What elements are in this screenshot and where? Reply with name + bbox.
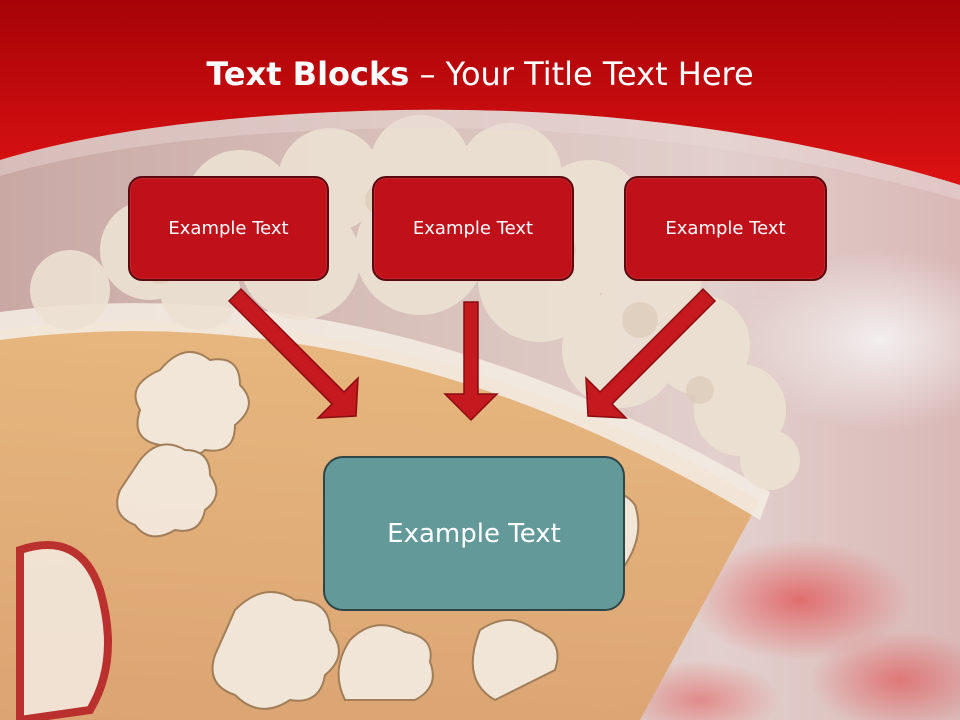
target-text-block-label: Example Text: [387, 518, 561, 549]
text-block-1[interactable]: Example Text: [128, 176, 329, 281]
text-block-1-label: Example Text: [168, 218, 289, 239]
arrow-right-diagonal: [585, 287, 717, 419]
title-regular-part: Your Title Text Here: [445, 55, 754, 93]
title-bold-part: Text Blocks: [206, 55, 410, 93]
text-block-2[interactable]: Example Text: [372, 176, 574, 281]
arrow-left-diagonal: [227, 287, 359, 419]
slide-title: Text Blocks – Your Title Text Here: [0, 55, 960, 93]
title-dash: –: [409, 55, 446, 93]
target-text-block[interactable]: Example Text: [323, 456, 625, 611]
text-block-2-label: Example Text: [412, 218, 534, 239]
text-block-3[interactable]: Example Text: [624, 176, 827, 281]
text-block-3-label: Example Text: [665, 218, 786, 239]
arrow-center-down: [443, 301, 499, 422]
